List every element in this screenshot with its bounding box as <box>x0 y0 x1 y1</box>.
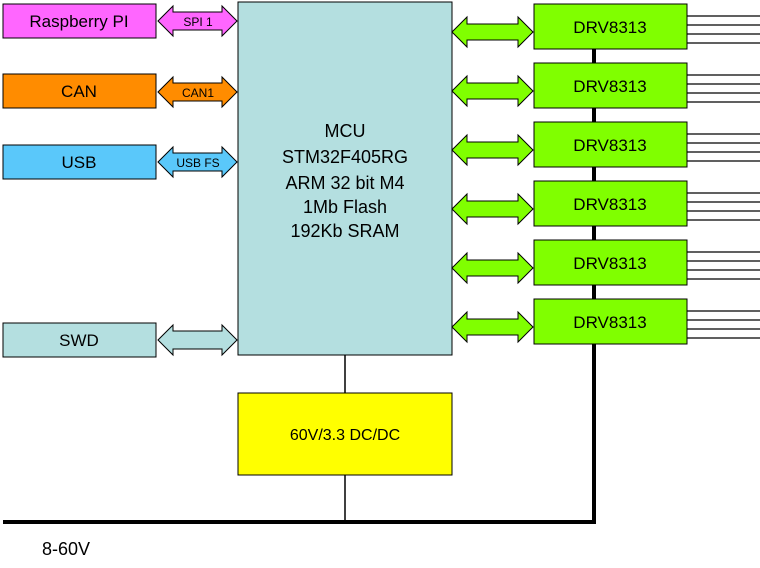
mcu-line-1: MCU <box>325 121 366 141</box>
driver-link-arrow <box>451 310 534 344</box>
driver-link-arrow <box>451 192 534 226</box>
drivers: DRV8313 DRV8313 DRV8313 <box>451 3 760 345</box>
driver-label: DRV8313 <box>573 313 646 332</box>
swd-label: SWD <box>59 331 99 350</box>
swd-link-arrow <box>157 323 238 357</box>
driver-label: DRV8313 <box>573 195 646 214</box>
spi-link-label: SPI 1 <box>183 15 213 29</box>
driver-1: DRV8313 <box>451 3 760 50</box>
usb-label: USB <box>62 153 97 172</box>
driver-link-arrow <box>451 74 534 108</box>
mcu-line-4: 1Mb Flash <box>303 197 387 217</box>
driver-label: DRV8313 <box>573 77 646 96</box>
driver-box <box>533 62 688 109</box>
driver-box <box>533 239 688 286</box>
can-label: CAN <box>61 82 97 101</box>
mcu-box <box>237 1 453 356</box>
driver-link-arrow <box>451 133 534 167</box>
usb-link-arrow <box>157 145 238 179</box>
usb-box <box>2 144 157 180</box>
driver-2: DRV8313 <box>451 62 760 109</box>
raspberry-pi-label: Raspberry PI <box>29 12 128 31</box>
spi-link-arrow <box>157 4 238 38</box>
driver-5: DRV8313 <box>451 239 760 286</box>
usb-link-label: USB FS <box>176 156 219 170</box>
can-link-label: CAN1 <box>182 86 214 100</box>
dcdc-block: 60V/3.3 DC/DC <box>237 392 453 476</box>
mcu-block: MCU STM32F405RG ARM 32 bit M4 1Mb Flash … <box>237 1 453 356</box>
left-interfaces: Raspberry PI SPI 1 CAN CAN1 USB USB FS S… <box>2 3 238 358</box>
swd-box <box>2 322 157 358</box>
driver-box <box>533 180 688 227</box>
mcu-line-5: 192Kb SRAM <box>290 221 399 241</box>
mcu-line-3: ARM 32 bit M4 <box>285 173 404 193</box>
driver-3: DRV8313 <box>451 121 760 168</box>
mcu-line-2: STM32F405RG <box>282 147 408 167</box>
can-box <box>2 73 157 109</box>
driver-box <box>533 298 688 345</box>
driver-label: DRV8313 <box>573 254 646 273</box>
driver-4: DRV8313 <box>451 180 760 227</box>
dcdc-label: 60V/3.3 DC/DC <box>290 427 400 444</box>
dcdc-box <box>237 392 453 476</box>
driver-link-arrow <box>451 15 534 49</box>
driver-box <box>533 3 688 50</box>
driver-box <box>533 121 688 168</box>
driver-link-arrow <box>451 251 534 285</box>
supply-voltage-label: 8-60V <box>42 539 90 559</box>
can-link-arrow <box>157 75 238 109</box>
raspberry-pi-box <box>2 3 157 39</box>
driver-6: DRV8313 <box>451 298 760 345</box>
driver-label: DRV8313 <box>573 18 646 37</box>
driver-label: DRV8313 <box>573 136 646 155</box>
